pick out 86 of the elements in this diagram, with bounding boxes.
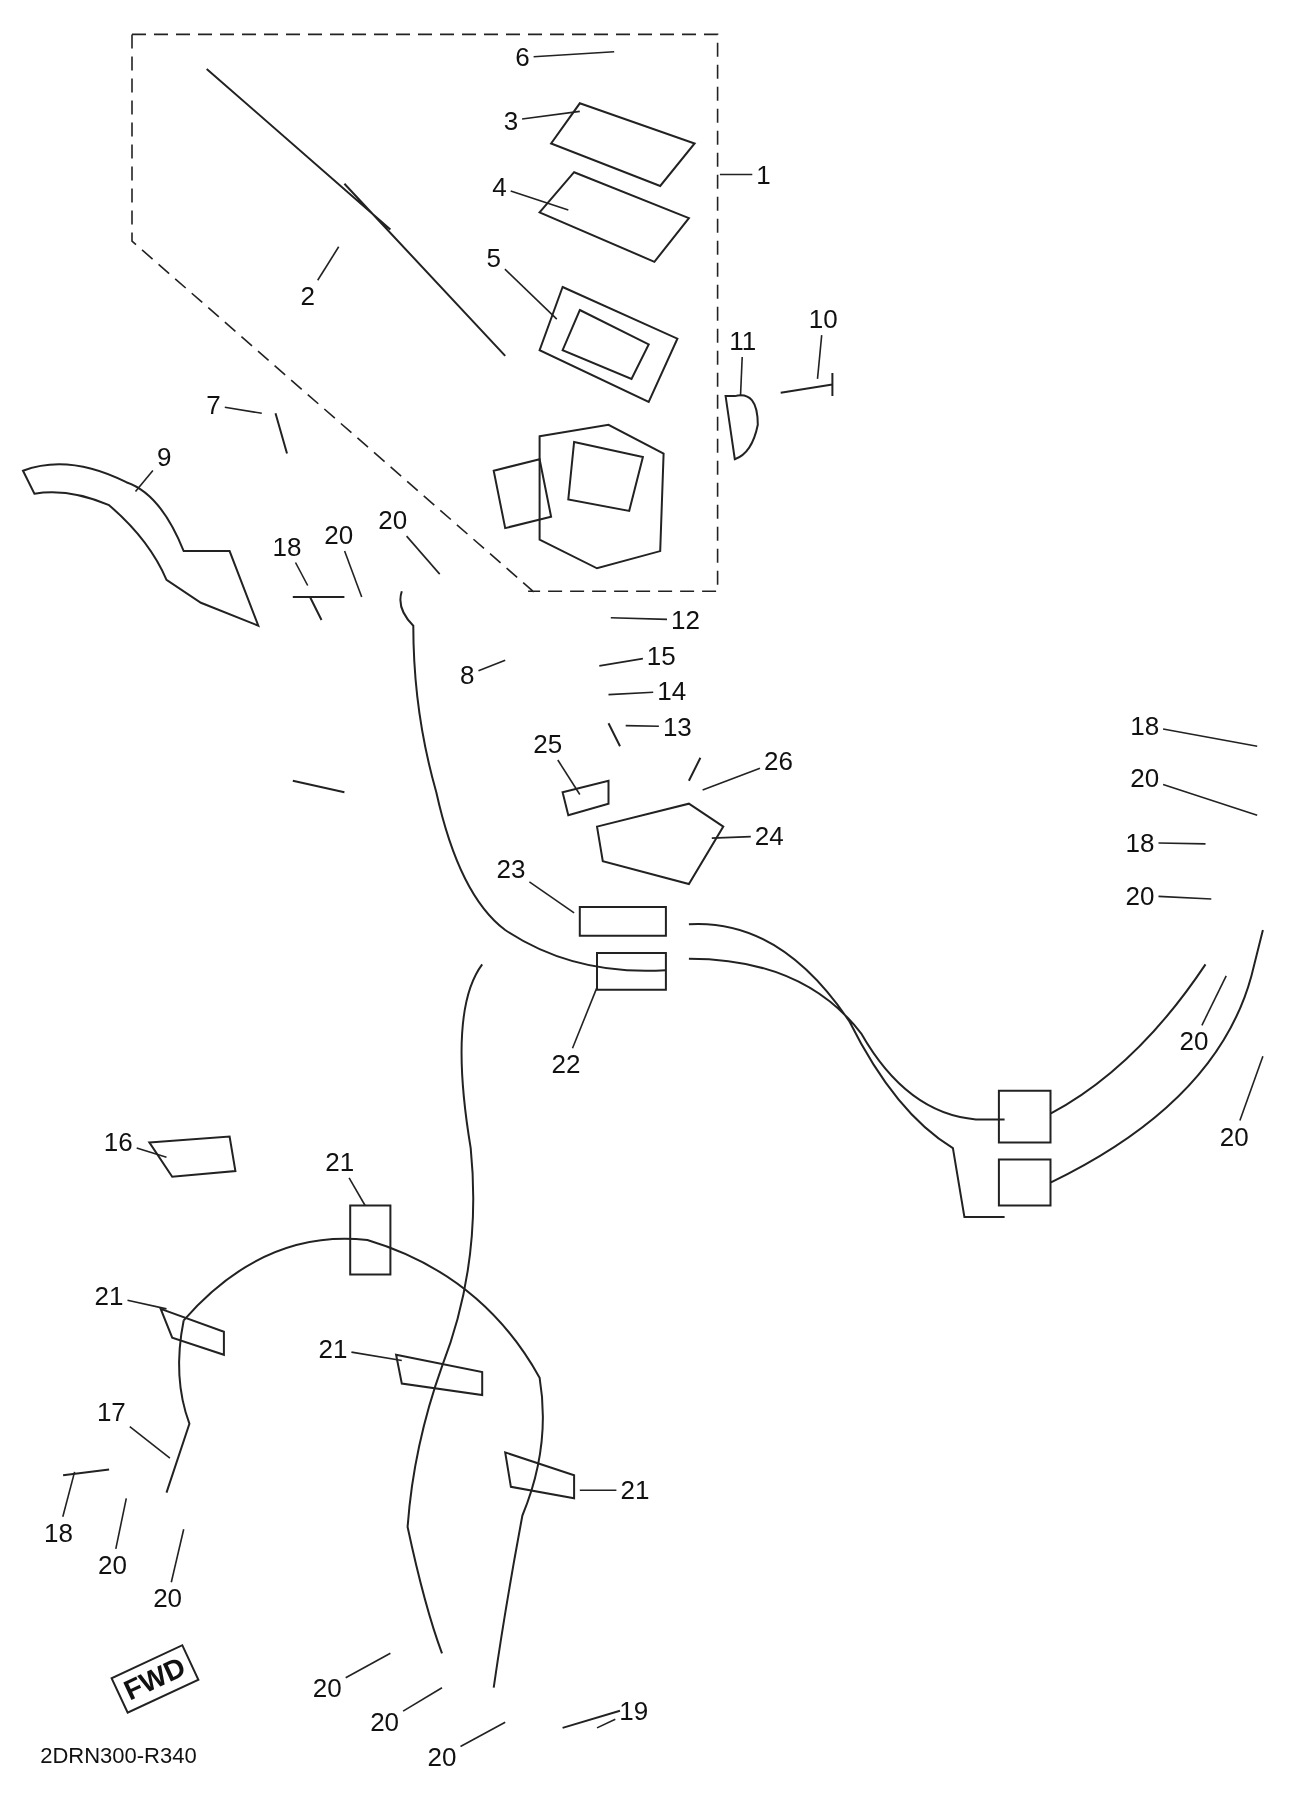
callout-number: 4 bbox=[491, 174, 508, 201]
callout-number: 20 bbox=[311, 1674, 343, 1701]
callout-number: 24 bbox=[753, 822, 785, 849]
callout-number: 10 bbox=[807, 306, 839, 333]
leader-line bbox=[348, 1177, 366, 1207]
leader-line bbox=[532, 50, 615, 58]
callout-number: 11 bbox=[728, 328, 758, 354]
fwd-sign: FWD bbox=[110, 1644, 200, 1714]
callout-number: 18 bbox=[43, 1519, 74, 1546]
leader-line bbox=[816, 334, 823, 380]
callout-number: 20 bbox=[97, 1551, 128, 1578]
leader-line bbox=[711, 835, 752, 839]
callout-number: 13 bbox=[661, 713, 693, 740]
callout-number: 21 bbox=[324, 1148, 356, 1175]
callout-number: 23 bbox=[495, 856, 527, 883]
callout-number: 22 bbox=[550, 1051, 582, 1078]
leader-line bbox=[1201, 975, 1227, 1027]
callout-number: 7 bbox=[205, 392, 222, 419]
leader-line bbox=[557, 759, 581, 796]
callout-number: 20 bbox=[369, 1709, 401, 1736]
leader-line bbox=[405, 535, 441, 575]
leader-line bbox=[521, 110, 581, 120]
callout-number: 9 bbox=[155, 443, 173, 470]
leader-line bbox=[344, 1652, 392, 1679]
callout-number: 8 bbox=[459, 662, 476, 689]
leader-line bbox=[509, 190, 570, 211]
leader-line bbox=[350, 1351, 403, 1362]
callout-number: 2 bbox=[299, 283, 316, 310]
leader-line bbox=[701, 767, 761, 791]
catalog-code: 2DRN300-R340 bbox=[40, 1742, 197, 1769]
callout-number: 19 bbox=[618, 1697, 650, 1724]
callout-number: 20 bbox=[1218, 1123, 1250, 1150]
callout-number: 20 bbox=[152, 1585, 184, 1612]
leader-line bbox=[579, 1489, 618, 1492]
leader-line bbox=[1162, 783, 1258, 816]
leader-line bbox=[739, 356, 743, 397]
callout-number: 5 bbox=[485, 245, 502, 272]
callout-number: 1 bbox=[755, 161, 772, 188]
callout-number: 20 bbox=[377, 507, 409, 534]
leader-line bbox=[62, 1471, 76, 1518]
leader-line bbox=[596, 1718, 617, 1729]
leader-line bbox=[134, 469, 154, 493]
callout-number: 15 bbox=[645, 642, 677, 669]
leader-line bbox=[477, 659, 506, 672]
callout-number: 21 bbox=[93, 1283, 125, 1310]
leader-line bbox=[610, 616, 668, 621]
leader-line bbox=[135, 1147, 168, 1159]
callout-number: 25 bbox=[532, 730, 564, 757]
leader-line bbox=[598, 657, 644, 667]
callout-number: 20 bbox=[426, 1743, 458, 1770]
callout-number: 6 bbox=[514, 44, 531, 71]
leader-line bbox=[343, 550, 363, 598]
leader-line bbox=[1239, 1055, 1264, 1122]
leader-line bbox=[607, 691, 654, 696]
callout-number: 20 bbox=[1178, 1028, 1210, 1055]
callout-number: 20 bbox=[1129, 765, 1161, 792]
leader-line bbox=[528, 881, 575, 914]
leader-line bbox=[719, 173, 754, 176]
callout-number: 16 bbox=[102, 1129, 134, 1156]
callout-number: 26 bbox=[762, 748, 794, 775]
leader-line bbox=[170, 1528, 185, 1583]
callout-number: 20 bbox=[1124, 882, 1156, 909]
callout-number: 12 bbox=[669, 606, 701, 633]
leader-line bbox=[1157, 895, 1213, 900]
leader-line bbox=[115, 1497, 128, 1550]
leader-line bbox=[459, 1721, 506, 1748]
callout-number: 14 bbox=[656, 678, 688, 705]
callout-number: 18 bbox=[1124, 829, 1156, 856]
leader-line bbox=[126, 1299, 168, 1310]
leader-line bbox=[129, 1425, 171, 1459]
leader-line bbox=[504, 268, 558, 320]
leader-line bbox=[224, 406, 263, 415]
leader-line bbox=[402, 1686, 443, 1712]
leader-line bbox=[294, 561, 309, 587]
callout-number: 21 bbox=[317, 1336, 349, 1363]
leader-line bbox=[1157, 842, 1207, 845]
callout-number: 3 bbox=[502, 107, 520, 134]
leader-line bbox=[624, 724, 660, 728]
callout-number: 20 bbox=[323, 522, 355, 548]
leader-line bbox=[316, 246, 340, 281]
callout-number: 17 bbox=[95, 1399, 127, 1426]
leader-line bbox=[1162, 728, 1258, 748]
callout-number: 21 bbox=[619, 1477, 651, 1504]
callout-number: 18 bbox=[271, 533, 303, 560]
leader-line bbox=[571, 986, 598, 1050]
callout-number: 18 bbox=[1129, 712, 1161, 739]
